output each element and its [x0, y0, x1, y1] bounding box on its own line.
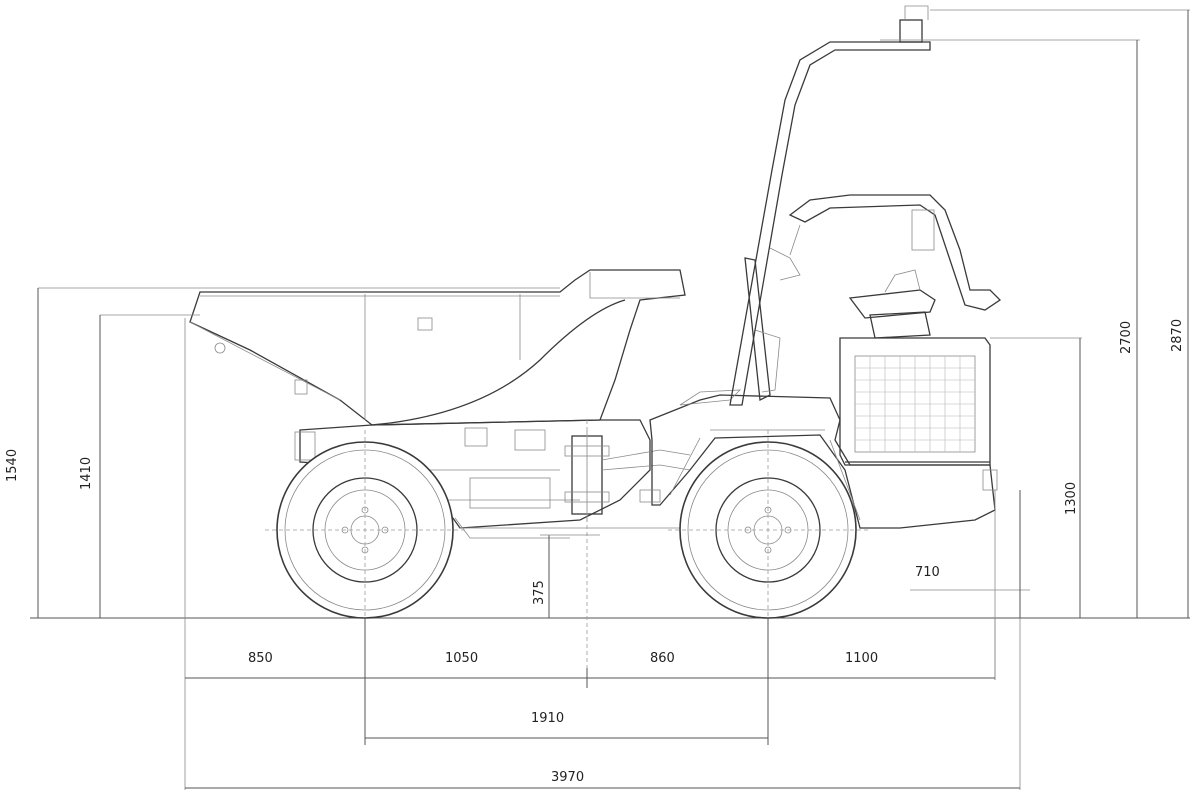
dim-pivot-to-rear-axle: 860	[650, 651, 675, 666]
dim-wheelbase: 1910	[531, 711, 564, 726]
dim-engine-cover-height: 1300	[1064, 482, 1079, 515]
dim-rear-ground-offset: 710	[915, 565, 940, 580]
dim-skip-height: 1410	[79, 457, 94, 490]
dim-ground-clearance: 375	[532, 580, 547, 605]
dim-overall-height: 2870	[1170, 319, 1185, 352]
steering-column	[744, 247, 801, 402]
engine-grille	[855, 356, 975, 452]
rear-chassis	[639, 389, 996, 529]
dim-overall-length: 3970	[551, 770, 584, 785]
dim-front-overhang: 850	[248, 651, 273, 666]
dumper-machine	[189, 5, 1002, 685]
operator-seat	[848, 269, 936, 339]
dim-rops-height: 2700	[1119, 321, 1134, 354]
dim-front-axle-to-pivot: 1050	[445, 651, 478, 666]
articulation-joint	[564, 430, 691, 522]
engine-box	[839, 337, 998, 491]
dimension-lines	[37, 9, 1190, 790]
dim-rear-overhang: 1100	[845, 651, 878, 666]
skip-bucket	[189, 269, 686, 426]
rops-frame	[729, 5, 1002, 406]
dim-skip-height-max: 1540	[5, 449, 20, 482]
